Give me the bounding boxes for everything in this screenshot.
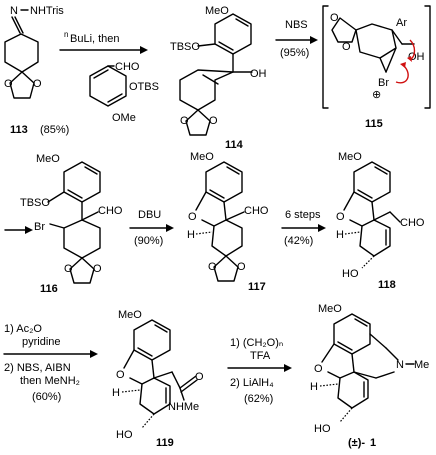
br-label: Br (378, 77, 389, 89)
reagent-5b: pyridine (22, 336, 61, 348)
reagent-nbs: NBS (285, 19, 308, 31)
reagent-5c: 2) NBS, AIBN (4, 362, 71, 374)
reagent-5a: 1) Ac₂O (4, 323, 42, 335)
cho-label: CHO (400, 217, 425, 229)
reagent-dbu: DBU (138, 209, 161, 221)
label-115: 115 (365, 118, 383, 130)
meo-label: MeO (318, 303, 342, 315)
meo-label: MeO (338, 151, 362, 163)
tbso-label: TBSO (20, 197, 50, 209)
ho-label: HO (116, 429, 133, 441)
atom-o: O (93, 263, 102, 275)
reagent-6a: 1) (CH₂O)ₙ (230, 337, 283, 349)
reagent-nbuli: BuLi, then (70, 33, 120, 45)
oh-label: OH (250, 68, 267, 80)
label-116: 116 (40, 283, 58, 295)
label-117: 117 (248, 281, 266, 293)
atom-h: H (187, 229, 195, 241)
br-plus: ⊕ (372, 89, 381, 101)
atom-o: O (195, 371, 204, 383)
step2-arrow: NBS (95%) (275, 19, 318, 59)
atom-o: O (64, 263, 73, 275)
atom-o: O (336, 211, 345, 223)
compound-114: MeO TBSO OH O O 114 (170, 5, 267, 151)
atom-o: O (342, 41, 351, 53)
ome-label: OMe (112, 112, 136, 124)
cho-label: CHO (98, 205, 123, 217)
yield-step3: (90%) (134, 235, 163, 247)
atom-h: H (112, 387, 120, 399)
step6-arrow: 1) (CH₂O)ₙ TFA 2) LiAlH₄ (62%) (227, 337, 292, 405)
step3-arrow: DBU (90%) (129, 209, 174, 247)
atom-o: O (4, 78, 13, 90)
ho-label: HO (314, 423, 331, 435)
step5-arrow: 1) Ac₂O pyridine 2) NBS, AIBN then MeNH₂… (3, 323, 98, 403)
label-119: 119 (156, 437, 174, 449)
ar-label: Ar (396, 17, 407, 29)
reagent-6b: TFA (250, 350, 271, 362)
nhtris-label: NHTris (30, 5, 64, 17)
atom-n: N (396, 359, 404, 371)
meo-label: MeO (36, 153, 60, 165)
nhme-label: NHMe (168, 401, 199, 413)
yield-step4: (42%) (284, 235, 313, 247)
compound-113: N NHTris O O 113 (85%) (4, 5, 69, 136)
atom-o: O (330, 12, 339, 24)
yield-step5: (60%) (32, 391, 61, 403)
atom-o: O (116, 369, 125, 381)
step4-arrow: 6 steps (42%) (281, 209, 326, 247)
br-label: Br (34, 221, 45, 233)
otbs-label: OTBS (129, 81, 159, 93)
oh-label: OH (408, 51, 425, 63)
atom-o: O (208, 261, 217, 273)
step1-arrow: n BuLi, then CHO OTBS OMe (59, 30, 159, 124)
compound-final: MeO O N Me H HO (±)- 1 (310, 303, 429, 449)
atom-o: O (180, 115, 189, 127)
yield-step2: (95%) (280, 47, 309, 59)
step3-lead-arrow (4, 226, 33, 234)
meo-label: MeO (118, 309, 142, 321)
atom-o: O (33, 78, 42, 90)
yield-step6: (62%) (244, 393, 273, 405)
nbuli-sup: n (64, 30, 68, 39)
atom-n: N (10, 5, 18, 17)
compound-118: MeO O CHO H HO 118 (336, 151, 425, 291)
tbso-label: TBSO (170, 41, 200, 53)
compound-117: MeO O CHO H O O 117 (187, 151, 269, 293)
atom-h: H (336, 229, 344, 241)
label-113: 113 (10, 124, 28, 136)
reagent-6c: 2) LiAlH₄ (230, 377, 274, 389)
yield-step1: (85%) (40, 124, 69, 136)
label-final: 1 (370, 437, 376, 449)
cho-label: CHO (244, 205, 269, 217)
me-label: Me (414, 359, 429, 371)
ho-label: HO (342, 268, 359, 280)
atom-h: H (310, 381, 318, 393)
meo-label: MeO (190, 151, 214, 163)
reagent-5d: then MeNH₂ (20, 375, 80, 387)
atom-o: O (188, 211, 197, 223)
compound-116: MeO TBSO CHO Br O O 116 (20, 153, 123, 295)
cho-label: CHO (115, 61, 140, 73)
reagent-6steps: 6 steps (285, 209, 321, 221)
atom-o: O (209, 115, 218, 127)
compound-115: O O Ar OH Br ⊕ 115 (322, 5, 431, 130)
label-114: 114 (225, 139, 244, 151)
atom-o: O (237, 261, 246, 273)
label-final-prefix: (±)- (348, 437, 365, 449)
label-118: 118 (378, 279, 396, 291)
meo-label: MeO (205, 5, 229, 17)
compound-119: MeO O O NHMe H HO 119 (112, 309, 204, 449)
atom-o: O (314, 363, 323, 375)
